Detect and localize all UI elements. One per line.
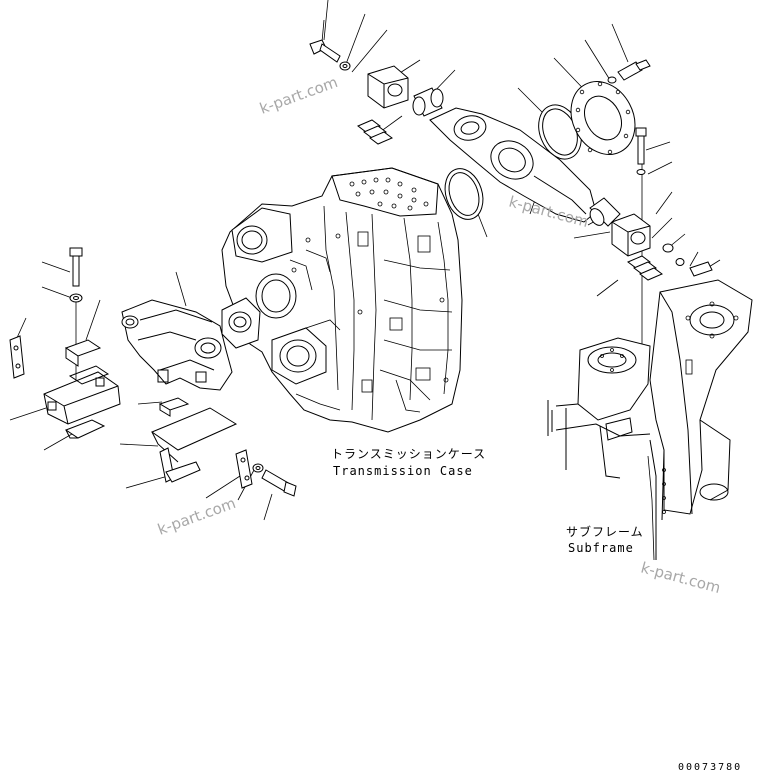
right-shims [627, 255, 663, 281]
watermark-top-left: k-part.com [257, 73, 340, 118]
right-bearing-block [611, 213, 651, 257]
right-washers [662, 243, 713, 277]
transmission-case [221, 167, 463, 433]
top-bushing [412, 87, 444, 117]
lower-washer [252, 463, 264, 473]
top-washer [339, 61, 351, 71]
document-number: 00073780 [678, 762, 742, 773]
lower-bolt [261, 469, 297, 497]
transmission-case-label-en: Transmission Case [333, 464, 473, 478]
top-shims [357, 119, 393, 145]
top-bolt [309, 39, 341, 63]
flange-plate [570, 81, 636, 155]
support-arm-bracket [121, 299, 233, 391]
top-right-bolt [607, 59, 651, 84]
right-bushing [589, 197, 621, 227]
lower-strap [159, 447, 201, 483]
transmission-case-label-jp: トランスミッションケース [331, 447, 486, 461]
watermark-bottom-left: k-part.com [155, 494, 238, 539]
vertical-bolt [635, 127, 647, 175]
left-small-plate [9, 335, 25, 379]
subframe-label-en: Subframe [568, 541, 634, 555]
left-cover-plate [64, 419, 106, 439]
left-clamp [64, 339, 102, 367]
lower-small-block [158, 397, 190, 417]
subframe-label-jp: サブフレーム [566, 524, 644, 539]
mounting-arm [429, 107, 597, 223]
subframe [547, 279, 753, 560]
lower-link-plate [235, 449, 253, 489]
top-bearing-block [367, 65, 409, 109]
subframe-wire [647, 455, 655, 561]
left-bolt [69, 247, 83, 303]
o-ring-left [444, 168, 484, 220]
left-mount-bracket [43, 365, 121, 425]
lower-plate [150, 407, 238, 463]
watermark-bottom-right: k-part.com [639, 558, 723, 597]
